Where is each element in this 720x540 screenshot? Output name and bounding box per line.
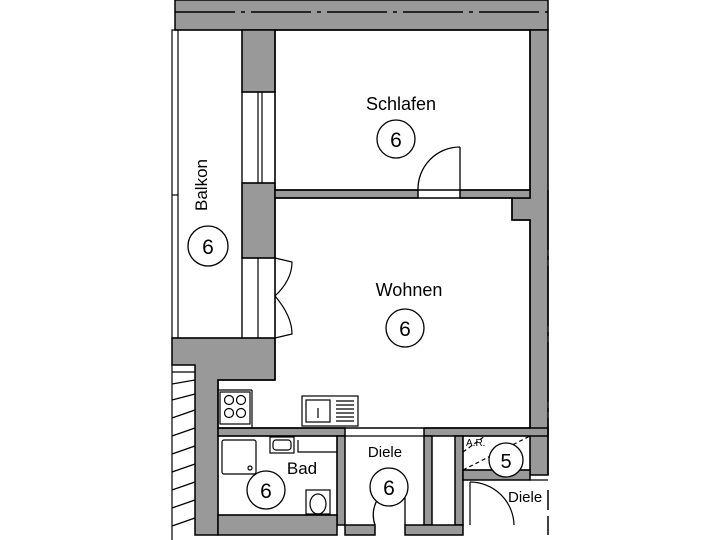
wall-left-mid: [241, 182, 276, 259]
wall-bottom-diele-right: [404, 524, 464, 536]
toilet-icon: [305, 489, 331, 515]
room-schlafen: [274, 29, 531, 191]
wall-schlafen-wohnen: [274, 189, 419, 199]
wall-bad-diele: [336, 435, 346, 526]
balcony-door: [241, 257, 293, 339]
room-label-diele-neighbor: Diele: [508, 489, 542, 506]
bathroom: [217, 435, 338, 516]
door-schlafen: [417, 146, 461, 191]
wall-ar-left: [454, 435, 464, 526]
room-number-badge-schlafen: 6: [376, 119, 416, 159]
room-outlines: [217, 29, 531, 429]
room-label-ar: A.R.: [466, 438, 485, 449]
wall-wohnen-south-left: [217, 427, 346, 437]
shower-icon: [221, 439, 257, 475]
room-label-diele: Diele: [368, 444, 402, 461]
wall-diele-right: [423, 435, 433, 526]
window-schlafen: [241, 91, 276, 184]
stairs: [171, 365, 196, 540]
room-number-badge-wohnen: 6: [385, 308, 425, 348]
balcony: [171, 29, 243, 339]
room-number-wohnen: 6: [399, 318, 411, 341]
room-number-bad: 6: [260, 480, 272, 503]
room-number-schlafen: 6: [390, 129, 402, 152]
room-number-badge-diele: 6: [369, 467, 409, 507]
kitchen-sink-icon: [301, 395, 359, 427]
wall-bottom: [217, 514, 338, 536]
wall-top: [174, 0, 549, 31]
kitchen: [218, 389, 359, 428]
wall-left-upper: [241, 29, 276, 93]
room-number-badge-balkon: 6: [187, 225, 229, 267]
room-label-schlafen: Schlafen: [366, 94, 436, 114]
washbasin-icon: [269, 436, 295, 454]
room-number-balkon: 6: [202, 236, 214, 259]
room-label-wohnen: Wohnen: [376, 280, 443, 300]
room-label-balkon: Balkon: [192, 159, 211, 211]
wall-schlafen-wohnen-right: [459, 189, 531, 199]
wall-wohnen-south-right: [423, 427, 549, 437]
room-number-ar: 5: [500, 451, 511, 473]
wall-bottom-diele: [344, 524, 376, 536]
top-edge-dashes: [175, 11, 549, 535]
room-number-badge-ar: 5: [488, 442, 524, 478]
room-label-bad: Bad: [287, 459, 317, 478]
stove-icon: [219, 391, 251, 425]
room-number-badge-bad: 6: [246, 470, 286, 510]
room-number-diele: 6: [383, 477, 395, 500]
room-wohnen: [217, 197, 531, 429]
